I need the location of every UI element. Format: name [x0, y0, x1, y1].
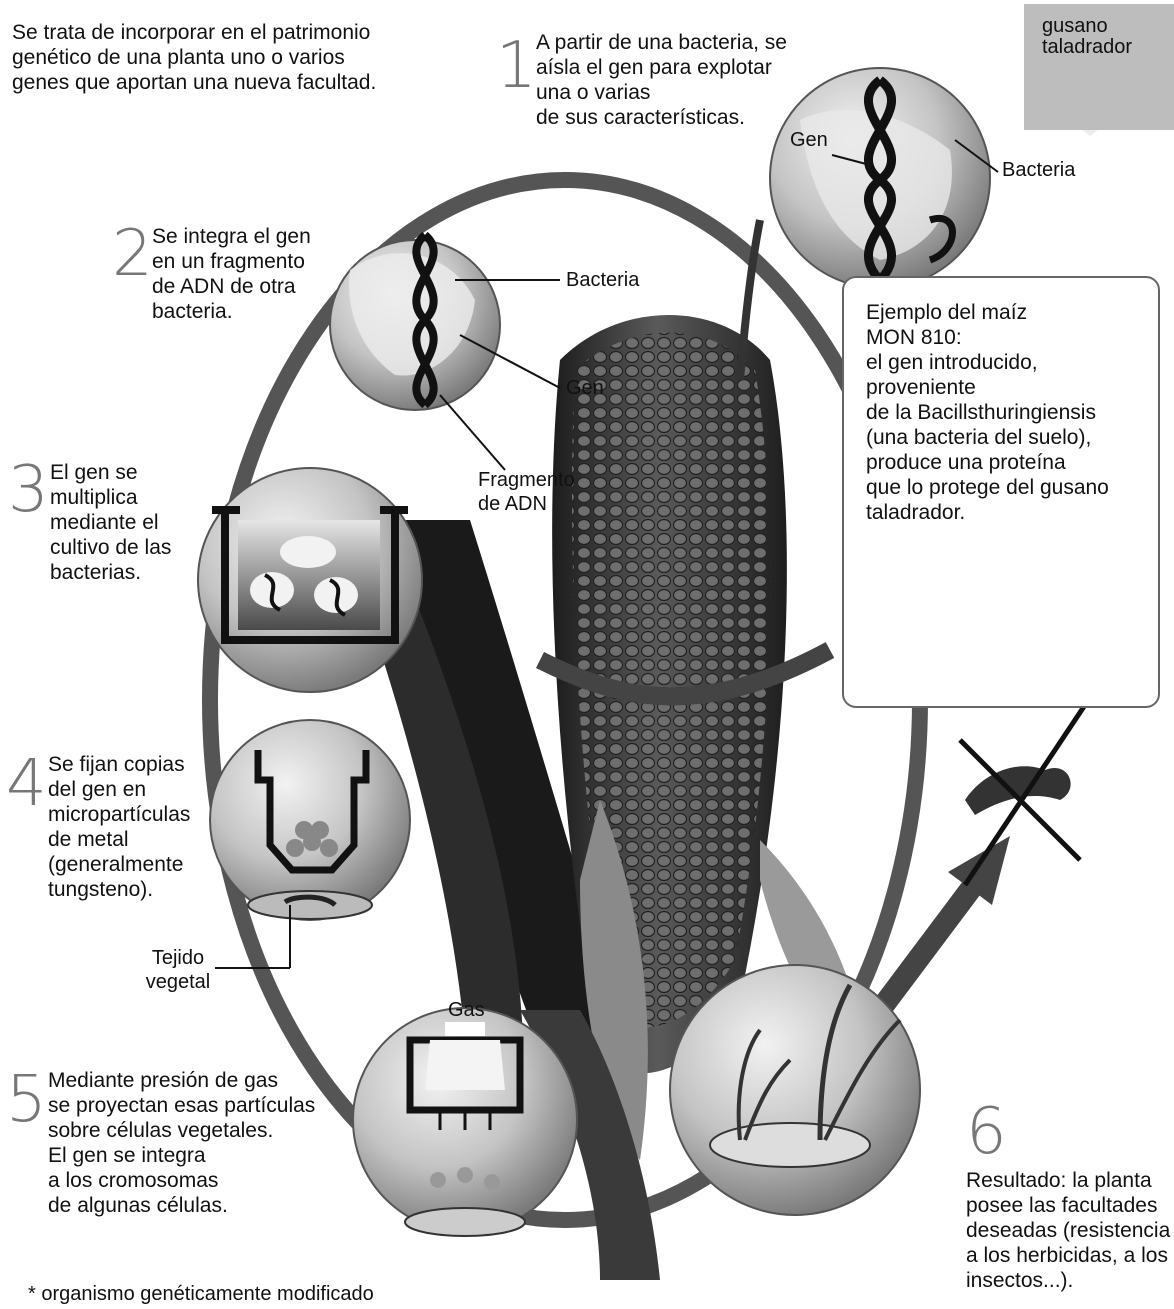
step-6-number: 6	[966, 1100, 1007, 1164]
step-6-text: Resultado: la planta posee las facultade…	[966, 1168, 1174, 1293]
step-3-text: El gen se multiplica mediante el cultivo…	[50, 460, 180, 585]
label-bacteria-1: Bacteria	[1002, 158, 1075, 182]
footnote: * organismo genéticamente modificado	[28, 1282, 428, 1307]
example-box: Ejemplo del maíz MON 810: el gen introdu…	[842, 276, 1160, 708]
label-gusano-taladrador: gusano taladrador	[1042, 16, 1132, 58]
step-3-number: 3	[8, 458, 49, 522]
label-gas: Gas	[448, 998, 485, 1022]
label-fragmento-adn: Fragmento de ADN	[478, 468, 598, 516]
sphere-step-3	[198, 468, 422, 692]
label-gen-2: Gen	[566, 376, 604, 400]
step-2-number: 2	[112, 222, 153, 286]
intro-text: Se trata de incorporar en el patrimonio …	[12, 20, 452, 95]
sphere-step-2	[330, 235, 560, 470]
step-5-number: 5	[6, 1068, 47, 1132]
sphere-step-6	[670, 965, 920, 1215]
step-4-number: 4	[6, 752, 47, 816]
label-tejido-vegetal: Tejido vegetal	[138, 946, 218, 994]
step-2-text: Se integra el gen en un fragmento de ADN…	[152, 224, 342, 324]
step-5-text: Mediante presión de gas se proyectan esa…	[48, 1068, 348, 1218]
step-4-text: Se fijan copias del gen en micropartícul…	[48, 752, 218, 902]
worm-tag: gusano taladrador	[1024, 4, 1174, 130]
label-bacteria-2: Bacteria	[566, 268, 639, 292]
example-box-text: Ejemplo del maíz MON 810: el gen introdu…	[866, 300, 1156, 525]
step-1-text: A partir de una bacteria, se aísla el ge…	[536, 30, 796, 130]
sphere-step-1	[770, 68, 998, 288]
sphere-step-5	[353, 1008, 577, 1236]
label-gen-1: Gen	[790, 128, 828, 152]
step-1-number: 1	[496, 34, 537, 98]
